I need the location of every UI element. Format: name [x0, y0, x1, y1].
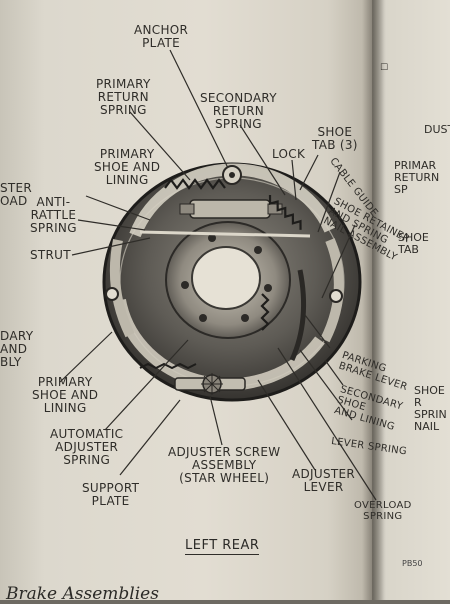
label-primary-return-spring: PRIMARY RETURN SPRING [96, 77, 151, 117]
facing-page-label-primary: PRIMAR RETURN SP [394, 159, 440, 196]
hub-bolt-holes [181, 234, 272, 322]
hold-down-left [105, 287, 119, 301]
label-anchor-plate: ANCHOR PLATE [134, 23, 189, 50]
label-adjuster-lever: ADJUSTER LEVER [292, 467, 356, 494]
adjuster-spring-coil [139, 362, 197, 370]
secondary-return-spring-coil [268, 194, 302, 230]
facing-page-label-shoe-tab: SHOE TAB [398, 231, 429, 256]
star-wheel [201, 373, 223, 395]
parking-brake-lever-arm [289, 269, 307, 362]
label-overload-spring: OVERLOAD SPRING [354, 500, 412, 522]
label-support-plate: SUPPORT PLATE [82, 481, 140, 508]
facing-page-label-dust: DUST [424, 123, 450, 136]
figure-caption: LEFT REAR [185, 538, 260, 555]
hold-down-right [329, 289, 343, 303]
leader-lines [59, 49, 377, 501]
wheel-cylinder [189, 199, 271, 219]
facing-page-label-shoe-nail: SHOE R SPRIN NAIL [414, 384, 447, 433]
label-shoe-tab: SHOE TAB (3) [312, 125, 358, 152]
facing-page: ☐ DUST PRIMAR RETURN SP SHOE TAB SHOE R … [372, 0, 450, 600]
label-automatic-adjuster-spring: AUTOMATIC ADJUSTER SPRING [50, 427, 124, 467]
margin-text-fragment-2: DARY AND BLY [0, 329, 34, 369]
label-primary-shoe-bottom: PRIMARY SHOE AND LINING [32, 375, 99, 415]
label-strut: STRUT [30, 248, 71, 262]
book-gutter [362, 0, 384, 600]
figure-code: PB50 [402, 559, 423, 568]
label-lock: LOCK [272, 147, 306, 161]
strut-bar [139, 230, 311, 238]
label-primary-shoe-top: PRIMARY SHOE AND LINING [94, 147, 161, 187]
margin-text-fragment-1: STER OAD [0, 181, 33, 208]
lever-spring-coil [260, 293, 270, 331]
label-adjuster-screw: ADJUSTER SCREW ASSEMBLY (STAR WHEEL) [168, 445, 281, 485]
label-anti-rattle-spring: ANTI- RATTLE SPRING [30, 195, 77, 235]
axle-opening [191, 246, 261, 310]
label-secondary-return-spring: SECONDARY RETURN SPRING [200, 91, 277, 131]
section-title: Brake Assemblies [6, 584, 159, 604]
primary-return-spring-coil [164, 178, 226, 190]
facing-page-box-mark: ☐ [380, 63, 389, 73]
